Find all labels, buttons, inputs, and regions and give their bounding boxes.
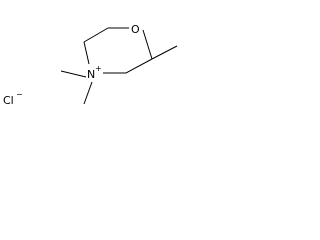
nitrogen-atom-label: N (87, 68, 95, 81)
nitrogen-charge-label: + (95, 64, 102, 73)
chloride-ion-label: Cl (3, 94, 14, 107)
chloride-charge-label: − (16, 90, 23, 99)
bond-n-methyl-down (83, 81, 93, 105)
bond-n-methyl-left (60, 70, 87, 78)
bond-o-c2 (142, 29, 153, 60)
bond-c5-c6 (83, 27, 109, 43)
bond-n-c5 (83, 41, 90, 65)
bond-c2-methyl (151, 45, 178, 60)
chemical-structure: O N + Cl − (3, 23, 178, 107)
oxygen-atom-label: O (131, 23, 140, 36)
bond-c2-c3 (125, 58, 153, 74)
